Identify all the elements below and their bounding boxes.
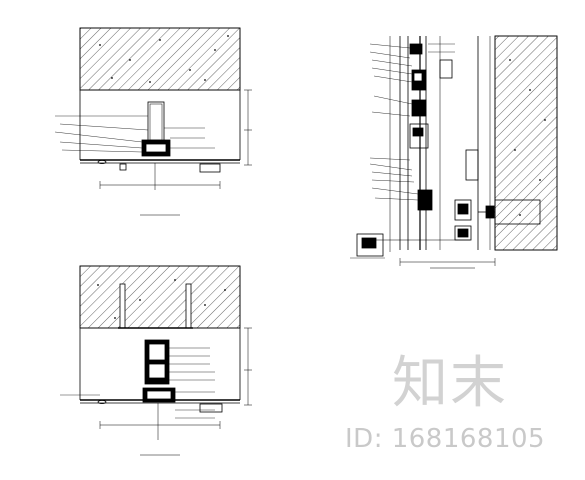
watermark-id: ID: 168168105: [345, 424, 546, 454]
concrete-slab-bottom-left: [79, 265, 241, 329]
concrete-slab-top-left: [79, 27, 241, 91]
aggregate-dots: [99, 35, 229, 83]
detail-top-left: [54, 27, 252, 216]
detail-right-section: [350, 35, 558, 269]
detail-bottom-left: [60, 265, 252, 456]
concrete-wall-right: [494, 35, 558, 251]
watermark-brand: 知末: [392, 351, 508, 416]
